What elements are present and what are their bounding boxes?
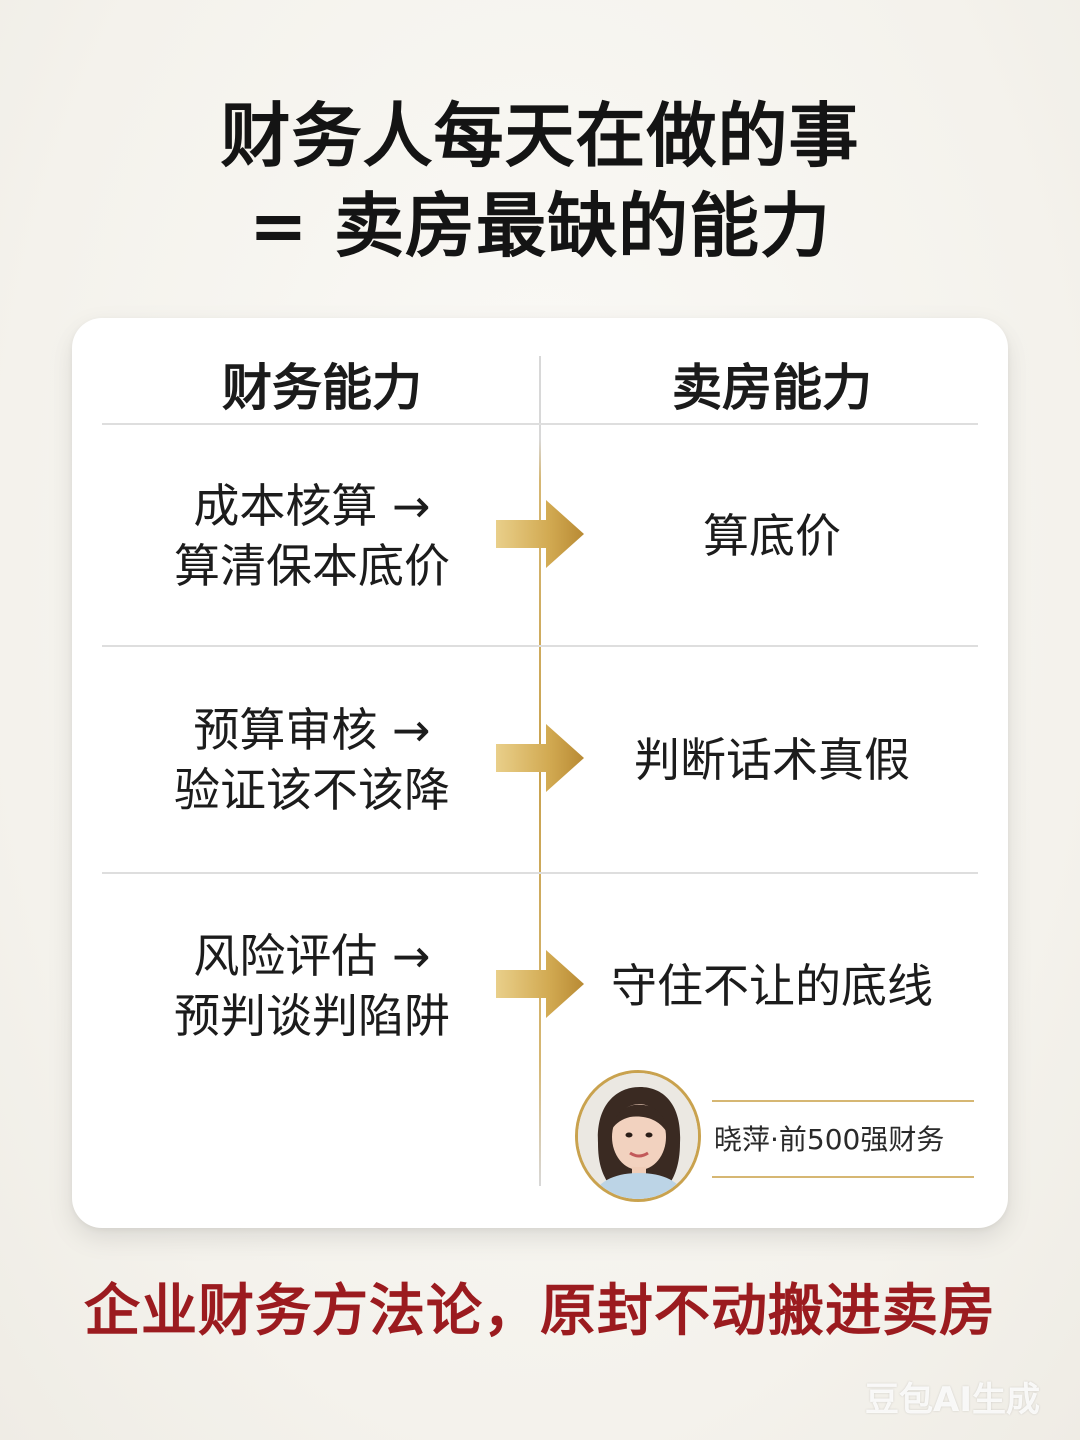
row-3-finance-skill-line2: 预判谈判陷阱	[174, 989, 450, 1043]
author-divider-bottom	[712, 1176, 974, 1178]
row-1-finance-skill-line2: 算清保本底价	[174, 539, 450, 593]
row-divider	[102, 872, 978, 874]
page-title-line1: 财务人每天在做的事	[220, 95, 860, 177]
row-2-selling-skill: 判断话术真假	[634, 733, 910, 787]
row-2-finance-skill-line1: 预算审核 →	[193, 703, 431, 757]
author-divider-top	[712, 1100, 974, 1102]
right-column-header: 卖房能力	[672, 359, 872, 417]
row-2-finance-skill: 预算审核 → 验证该不该降	[112, 700, 512, 820]
page-title-line2: = 卖房最缺的能力	[248, 185, 832, 267]
author-portrait	[578, 1073, 698, 1199]
row-3-finance-skill-line1: 风险评估 →	[193, 929, 431, 983]
row-divider	[102, 645, 978, 647]
row-1-finance-skill: 成本核算 → 算清保本底价	[112, 476, 512, 596]
row-3-selling-skill: 守住不让的底线	[611, 959, 933, 1013]
left-column-header: 财务能力	[222, 359, 422, 417]
ai-watermark: 豆包AI生成	[865, 1380, 1040, 1420]
gold-right-arrow-icon	[496, 500, 584, 568]
gold-right-arrow-icon	[496, 724, 584, 792]
row-2-finance-skill-line2: 验证该不该降	[174, 763, 450, 817]
row-divider	[102, 423, 978, 425]
row-3-finance-skill: 风险评估 → 预判谈判陷阱	[112, 926, 512, 1046]
row-1-finance-skill-line1: 成本核算 →	[193, 479, 431, 533]
row-1-selling-skill: 算底价	[703, 509, 841, 563]
author-avatar	[575, 1070, 701, 1202]
comparison-card: 财务能力 卖房能力 成本核算 → 算清保本底价 算底价 预算审核 → 验证该	[72, 318, 1008, 1228]
author-label: 晓萍·前500强财务	[714, 1123, 945, 1156]
tagline: 企业财务方法论，原封不动搬进卖房	[84, 1279, 996, 1344]
gold-right-arrow-icon	[496, 950, 584, 1018]
